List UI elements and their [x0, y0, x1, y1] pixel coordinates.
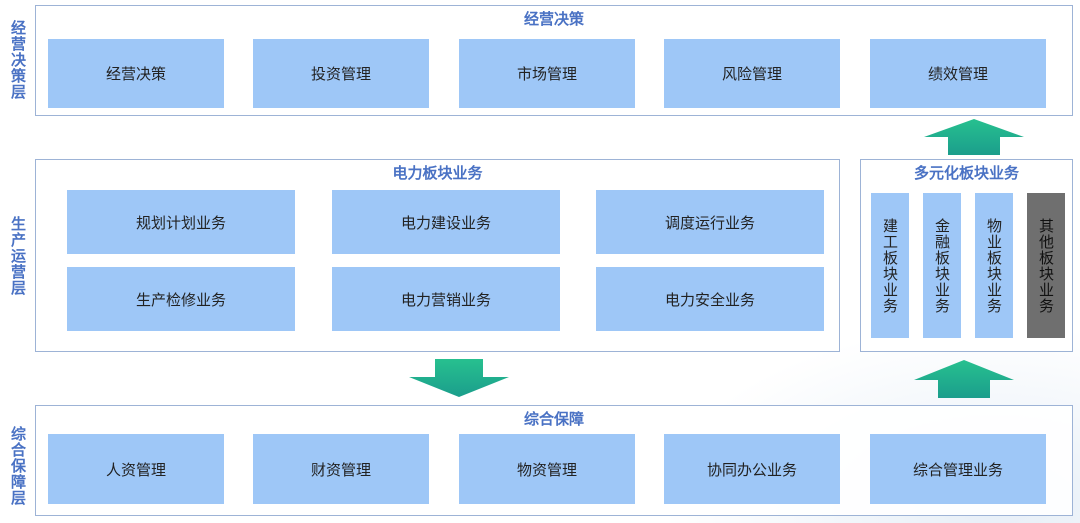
diversified-item-label: 金融板块业务 [933, 217, 951, 314]
power-item-label: 调度运行业务 [664, 213, 755, 232]
support-item: 物资管理 [459, 434, 635, 504]
decision-item: 经营决策 [48, 39, 224, 108]
support-item-label: 协同办公业务 [706, 460, 797, 479]
power-panel: 电力板块业务 规划计划业务 电力建设业务 调度运行业务 生产检修业务 电力营销业… [35, 159, 840, 352]
support-item-label: 物资管理 [516, 460, 577, 479]
diversified-panel: 多元化板块业务 建工板块业务 金融板块业务 物业板块业务 其他板块业务 [860, 159, 1073, 352]
diversified-item: 建工板块业务 [871, 193, 909, 338]
diversified-item: 金融板块业务 [923, 193, 961, 338]
support-item-label: 人资管理 [105, 460, 166, 479]
up-arrow-icon [914, 360, 1014, 398]
decision-item: 风险管理 [664, 39, 840, 108]
power-item: 生产检修业务 [67, 267, 295, 331]
support-item-label: 综合管理业务 [912, 460, 1003, 479]
down-arrow-icon [409, 359, 509, 397]
power-item-label: 规划计划业务 [135, 213, 226, 232]
up-arrow-icon [924, 119, 1024, 155]
power-item-label: 电力安全业务 [664, 290, 755, 309]
diversified-item: 物业板块业务 [975, 193, 1013, 338]
side-label-support: 综合保障层 [9, 426, 27, 506]
diversified-item-label: 物业板块业务 [985, 217, 1003, 314]
decision-item-label: 绩效管理 [927, 65, 988, 83]
power-item: 电力安全业务 [596, 267, 824, 331]
decision-item: 市场管理 [459, 39, 635, 108]
power-item: 电力建设业务 [332, 190, 560, 254]
decision-item-label: 风险管理 [721, 65, 782, 83]
power-item: 调度运行业务 [596, 190, 824, 254]
decision-item: 绩效管理 [870, 39, 1046, 108]
power-item: 电力营销业务 [332, 267, 560, 331]
support-item: 人资管理 [48, 434, 224, 504]
diversified-item-label: 建工板块业务 [881, 217, 899, 314]
power-item: 规划计划业务 [67, 190, 295, 254]
support-panel-title: 综合保障 [523, 410, 584, 428]
support-item-label: 财资管理 [310, 460, 371, 479]
power-panel-title: 电力板块业务 [392, 164, 483, 182]
decision-panel-title: 经营决策 [523, 10, 584, 28]
support-item: 财资管理 [253, 434, 429, 504]
diversified-item-label: 其他板块业务 [1037, 217, 1055, 314]
diversified-panel-title: 多元化板块业务 [913, 164, 1019, 182]
support-item: 综合管理业务 [870, 434, 1046, 504]
power-item-label: 电力建设业务 [400, 213, 491, 232]
support-panel: 综合保障 人资管理 财资管理 物资管理 协同办公业务 综合管理业务 [35, 405, 1073, 516]
decision-item-label: 投资管理 [310, 65, 371, 83]
support-item: 协同办公业务 [664, 434, 840, 504]
decision-item: 投资管理 [253, 39, 429, 108]
decision-item-label: 经营决策 [105, 65, 166, 83]
side-label-production: 生产运营层 [9, 216, 27, 296]
decision-panel: 经营决策 经营决策 投资管理 市场管理 风险管理 绩效管理 [35, 5, 1073, 116]
power-item-label: 电力营销业务 [400, 290, 491, 309]
side-label-decision: 经营决策层 [9, 20, 27, 100]
power-item-label: 生产检修业务 [135, 290, 226, 309]
decision-item-label: 市场管理 [516, 65, 577, 83]
diversified-item-other: 其他板块业务 [1027, 193, 1065, 338]
